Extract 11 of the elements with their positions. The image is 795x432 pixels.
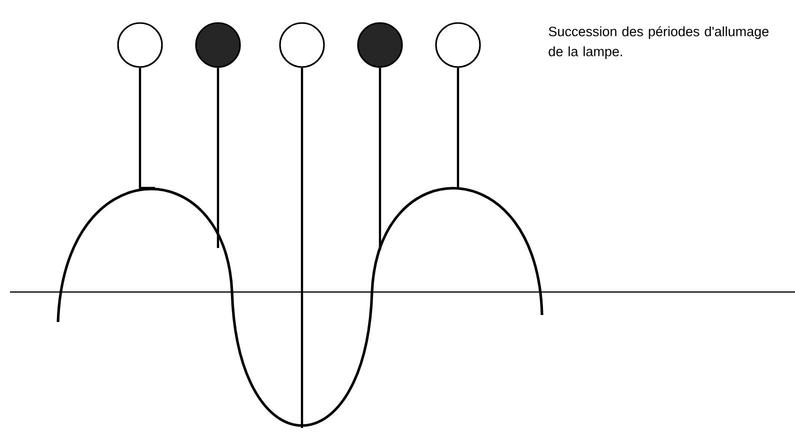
lamp-circle	[117, 22, 163, 68]
stem-line	[456, 68, 460, 188]
lamp-circle	[357, 22, 403, 68]
stem-line	[138, 68, 155, 190]
caption-text: Succession des périodes d'allumage de la lampe.	[548, 26, 769, 59]
lamp-circle	[279, 22, 325, 68]
lamp-circle	[195, 22, 241, 68]
stem-line	[378, 68, 382, 250]
stem-line	[216, 68, 220, 248]
lamp-circle	[435, 22, 481, 68]
stem-line	[300, 68, 304, 428]
